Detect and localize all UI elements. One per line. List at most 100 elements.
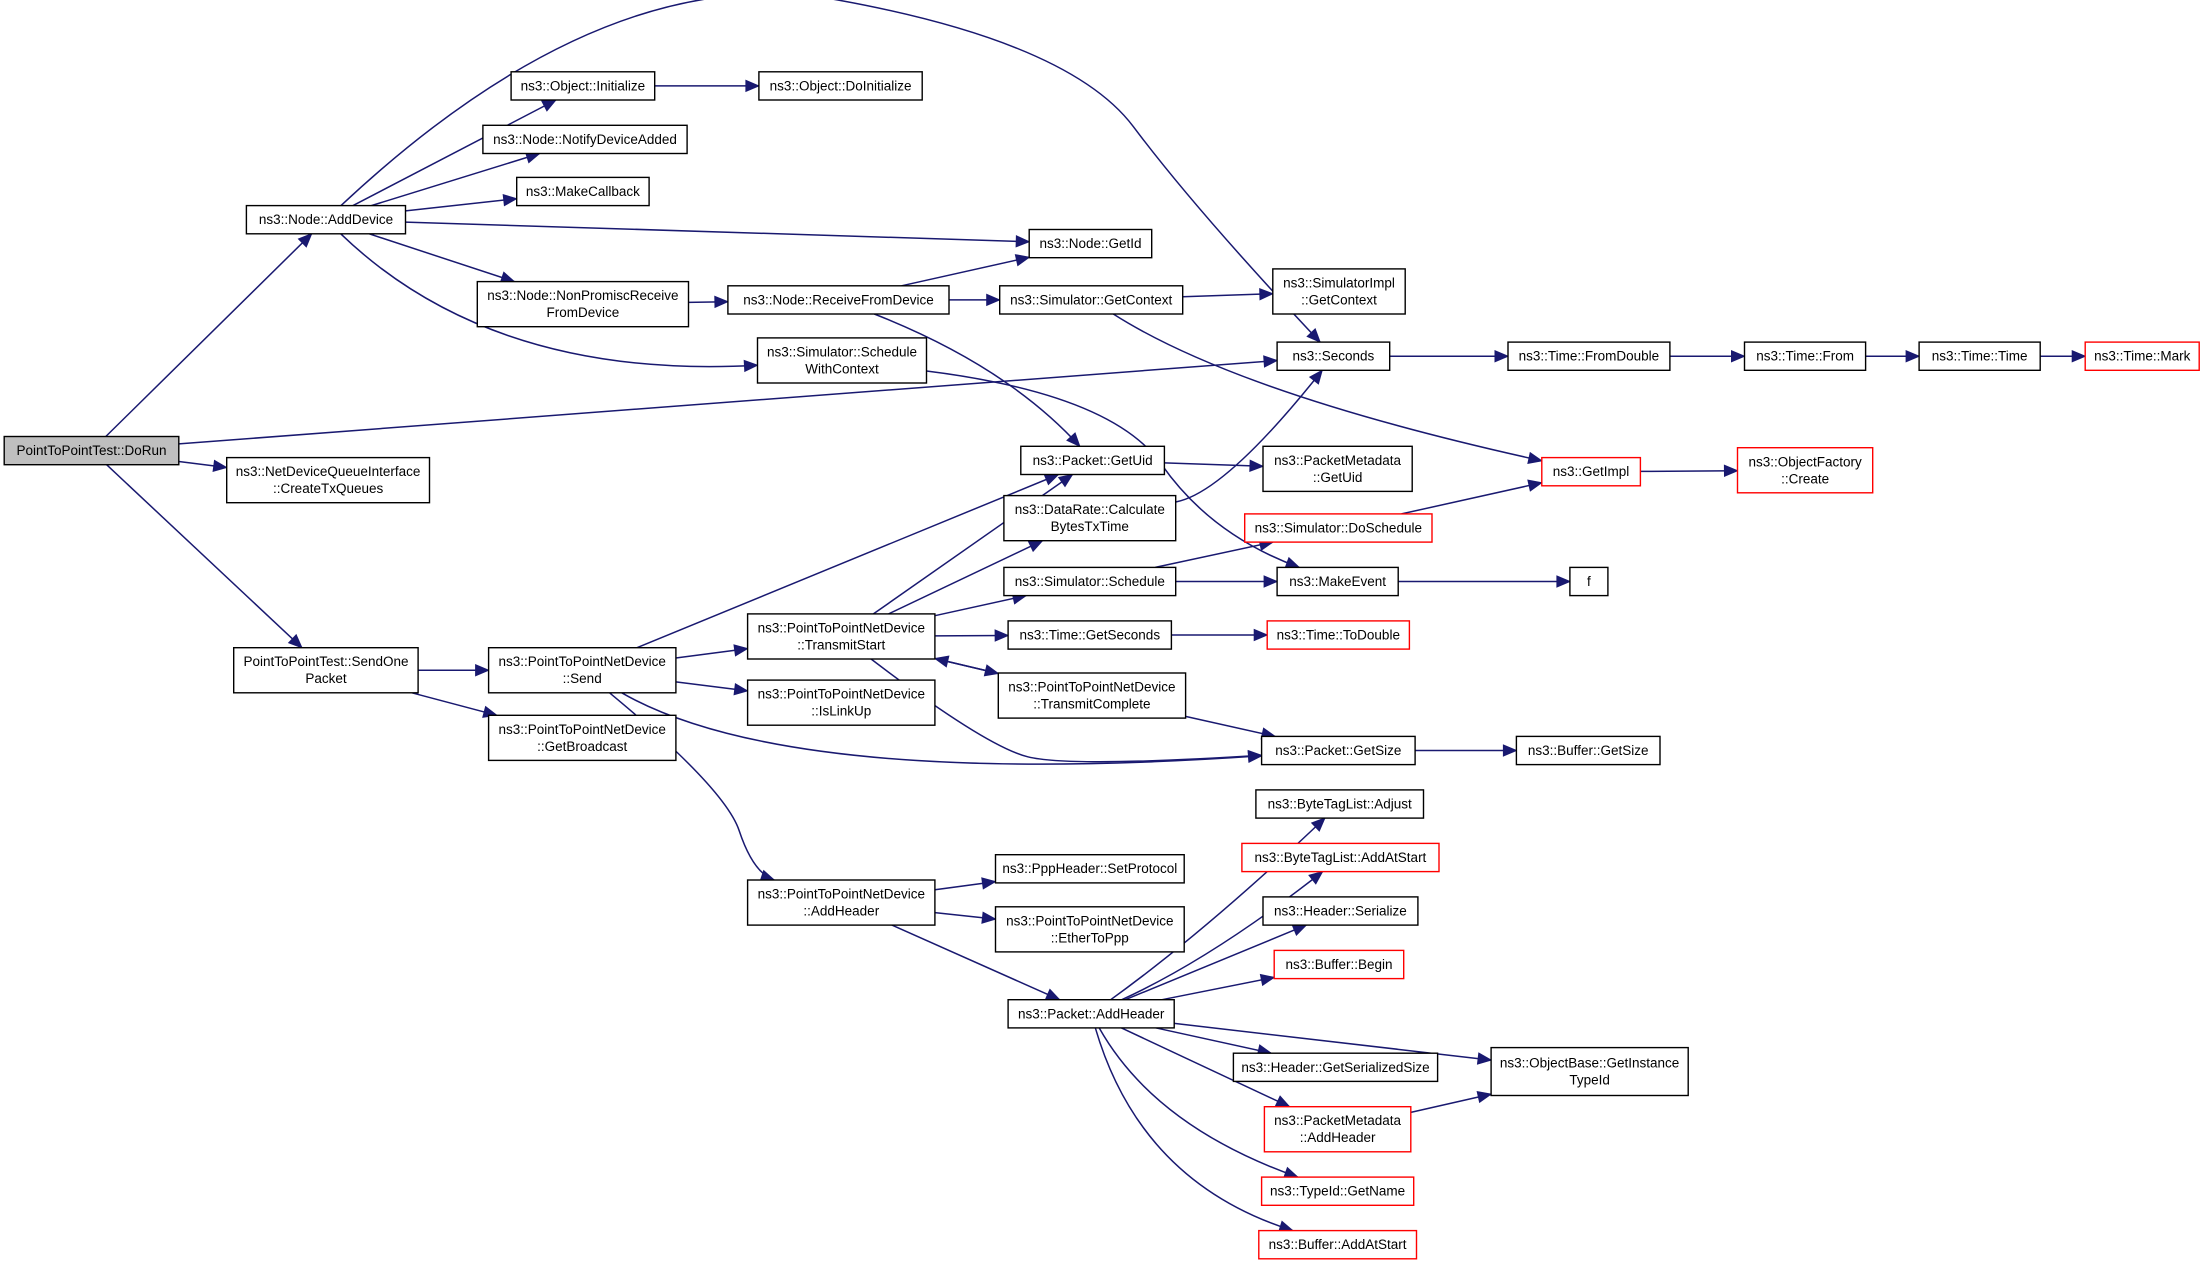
arrowhead-addheader-to-setproto: [981, 877, 997, 890]
node-getsecs[interactable]: ns3::Time::GetSeconds: [1007, 620, 1173, 650]
node-label: ns3::PointToPointNetDevice: [758, 620, 925, 635]
edge-send-to-getuid: [636, 473, 1059, 649]
node-box: [516, 176, 650, 207]
node-box: [1243, 513, 1433, 543]
node-makecb[interactable]: ns3::MakeCallback: [516, 176, 650, 207]
node-makeevent[interactable]: ns3::MakeEvent: [1276, 566, 1399, 597]
node-seconds[interactable]: ns3::Seconds: [1276, 341, 1391, 372]
node-getcontext[interactable]: ns3::Simulator::GetContext: [999, 285, 1184, 315]
node-txcomplete[interactable]: ns3::PointToPointNetDevice::TransmitComp…: [997, 672, 1187, 719]
node-label: ns3::PppHeader::SetProtocol: [1002, 861, 1177, 876]
arrowhead-objinit-to-objdoinit: [745, 79, 761, 93]
node-label: ::AddHeader: [803, 904, 879, 919]
node-fromdouble[interactable]: ns3::Time::FromDouble: [1507, 341, 1671, 372]
node-dorun[interactable]: PointToPointTest::DoRun: [3, 435, 180, 466]
node-txstart[interactable]: ns3::PointToPointNetDevice::TransmitStar…: [746, 613, 936, 660]
node-send[interactable]: ns3::PointToPointNetDevice::Send: [487, 647, 677, 694]
node-simsched[interactable]: ns3::Simulator::Schedule: [1003, 566, 1177, 597]
arrowhead-sendone-to-send: [475, 663, 490, 677]
node-label: ns3::ByteTagList::Adjust: [1268, 797, 1412, 812]
node-getimpl[interactable]: ns3::GetImpl: [1541, 456, 1642, 487]
node-notifydev[interactable]: ns3::Node::NotifyDeviceAdded: [482, 124, 688, 155]
node-bufaddstart[interactable]: ns3::Buffer::AddAtStart: [1258, 1229, 1418, 1260]
node-adddevice[interactable]: ns3::Node::AddDevice: [245, 204, 407, 235]
node-recvfrom[interactable]: ns3::Node::ReceiveFromDevice: [727, 285, 950, 315]
node-layer: PointToPointTest::DoRun ns3::Node::AddDev…: [3, 71, 2200, 1260]
node-label: ns3::Simulator::DoSchedule: [1255, 521, 1422, 536]
edge-addheader-to-pktaddhdr: [891, 924, 1060, 1001]
node-getuid[interactable]: ns3::Packet::GetUid: [1020, 445, 1166, 476]
edge-sendone-to-getbcast: [411, 691, 497, 717]
arrowhead-pktaddhdr-to-pmetaaddhdr: [1274, 1095, 1291, 1108]
node-objinit[interactable]: ns3::Object::Initialize: [510, 71, 656, 101]
arrowhead-makeevent-to-f: [1556, 575, 1572, 588]
node-simimplctx[interactable]: ns3::SimulatorImpl::GetContext: [1272, 268, 1406, 315]
node-objdoinit[interactable]: ns3::Object::DoInitialize: [758, 71, 923, 101]
node-label: ::IsLinkUp: [811, 704, 871, 719]
node-setproto[interactable]: ns3::PppHeader::SetProtocol: [994, 854, 1185, 884]
node-label: ::TransmitComplete: [1033, 697, 1150, 712]
node-box: [1007, 999, 1175, 1029]
arrowhead-getuid-to-pmetauid: [1249, 459, 1265, 473]
node-timemark[interactable]: ns3::Time::Mark: [2084, 341, 2200, 372]
node-hdrsersize[interactable]: ns3::Header::GetSerializedSize: [1232, 1052, 1439, 1083]
node-box: [1255, 789, 1425, 819]
arrowhead-adddevice-to-seconds: [1306, 328, 1321, 344]
node-label: ns3::Node::GetId: [1039, 236, 1141, 251]
arrowhead-txstart-to-calcbytes: [1027, 540, 1044, 553]
node-timetime[interactable]: ns3::Time::Time: [1918, 341, 2041, 372]
node-box: [1490, 1046, 1689, 1097]
node-label: ::Create: [1781, 471, 1829, 486]
node-label: ns3::NetDeviceQueueInterface: [236, 464, 421, 479]
node-getid[interactable]: ns3::Node::GetId: [1028, 228, 1153, 259]
edge-pktaddhdr-to-hdrsersize: [1155, 1027, 1272, 1054]
arrowhead-simsched-to-makeevent: [1263, 575, 1279, 588]
arrowhead-txstart-to-getsecs: [994, 629, 1010, 642]
arrowhead-pktaddhdr-to-btladjust: [1310, 817, 1326, 832]
node-ethertoppp[interactable]: ns3::PointToPointNetDevice::EtherToPpp: [994, 906, 1185, 953]
node-addheader[interactable]: ns3::PointToPointNetDevice::AddHeader: [746, 879, 936, 926]
node-btladdstart[interactable]: ns3::ByteTagList::AddAtStart: [1241, 842, 1440, 873]
edge-simsched-to-dosched: [1155, 541, 1274, 569]
node-btladjust[interactable]: ns3::ByteTagList::Adjust: [1255, 789, 1425, 819]
node-label: ns3::Time::GetSeconds: [1020, 628, 1161, 643]
node-pmetaaddhdr[interactable]: ns3::PacketMetadata::AddHeader: [1263, 1105, 1412, 1153]
node-timefrom[interactable]: ns3::Time::From: [1743, 341, 1867, 372]
node-pktaddhdr[interactable]: ns3::Packet::AddHeader: [1007, 999, 1175, 1029]
arrowhead-timefrom-to-timetime: [1905, 349, 1921, 363]
node-hdrserialize[interactable]: ns3::Header::Serialize: [1262, 896, 1419, 926]
node-label: TypeId: [1569, 1073, 1610, 1088]
node-bufsize[interactable]: ns3::Buffer::GetSize: [1515, 735, 1661, 766]
node-todouble[interactable]: ns3::Time::ToDouble: [1266, 620, 1411, 650]
node-label: ns3::Time::Mark: [2094, 349, 2191, 364]
arrowhead-dorun-to-sendone: [287, 633, 303, 649]
node-pktsize[interactable]: ns3::Packet::GetSize: [1260, 735, 1416, 766]
node-typeidname[interactable]: ns3::TypeId::GetName: [1260, 1176, 1415, 1206]
node-box: [1507, 341, 1671, 372]
node-getbcast[interactable]: ns3::PointToPointNetDevice::GetBroadcast: [487, 714, 677, 762]
node-label: ns3::PacketMetadata: [1274, 453, 1401, 468]
arrowhead-pktaddhdr-to-bufbegin: [1259, 973, 1276, 987]
node-bufbegin[interactable]: ns3::Buffer::Begin: [1273, 949, 1405, 980]
node-pmetauid[interactable]: ns3::PacketMetadata::GetUid: [1262, 445, 1413, 493]
node-box: [1918, 341, 2041, 372]
node-label: ns3::MakeCallback: [526, 184, 640, 199]
node-dosched[interactable]: ns3::Simulator::DoSchedule: [1243, 513, 1433, 543]
node-box: [1003, 494, 1177, 542]
node-box: [1232, 1052, 1439, 1083]
node-f[interactable]: f: [1569, 566, 1609, 597]
arrowhead-addheader-to-ethertoppp: [981, 911, 997, 924]
node-objfactory[interactable]: ns3::ObjectFactory::Create: [1736, 447, 1874, 494]
node-box: [1007, 620, 1173, 650]
node-label: FromDevice: [547, 305, 620, 320]
node-islinkup[interactable]: ns3::PointToPointNetDevice::IsLinkUp: [746, 679, 936, 726]
node-createtxq[interactable]: ns3::NetDeviceQueueInterface::CreateTxQu…: [225, 456, 431, 504]
node-label: ::TransmitStart: [797, 637, 885, 652]
edge-adddevice-to-notifydev: [371, 152, 540, 207]
